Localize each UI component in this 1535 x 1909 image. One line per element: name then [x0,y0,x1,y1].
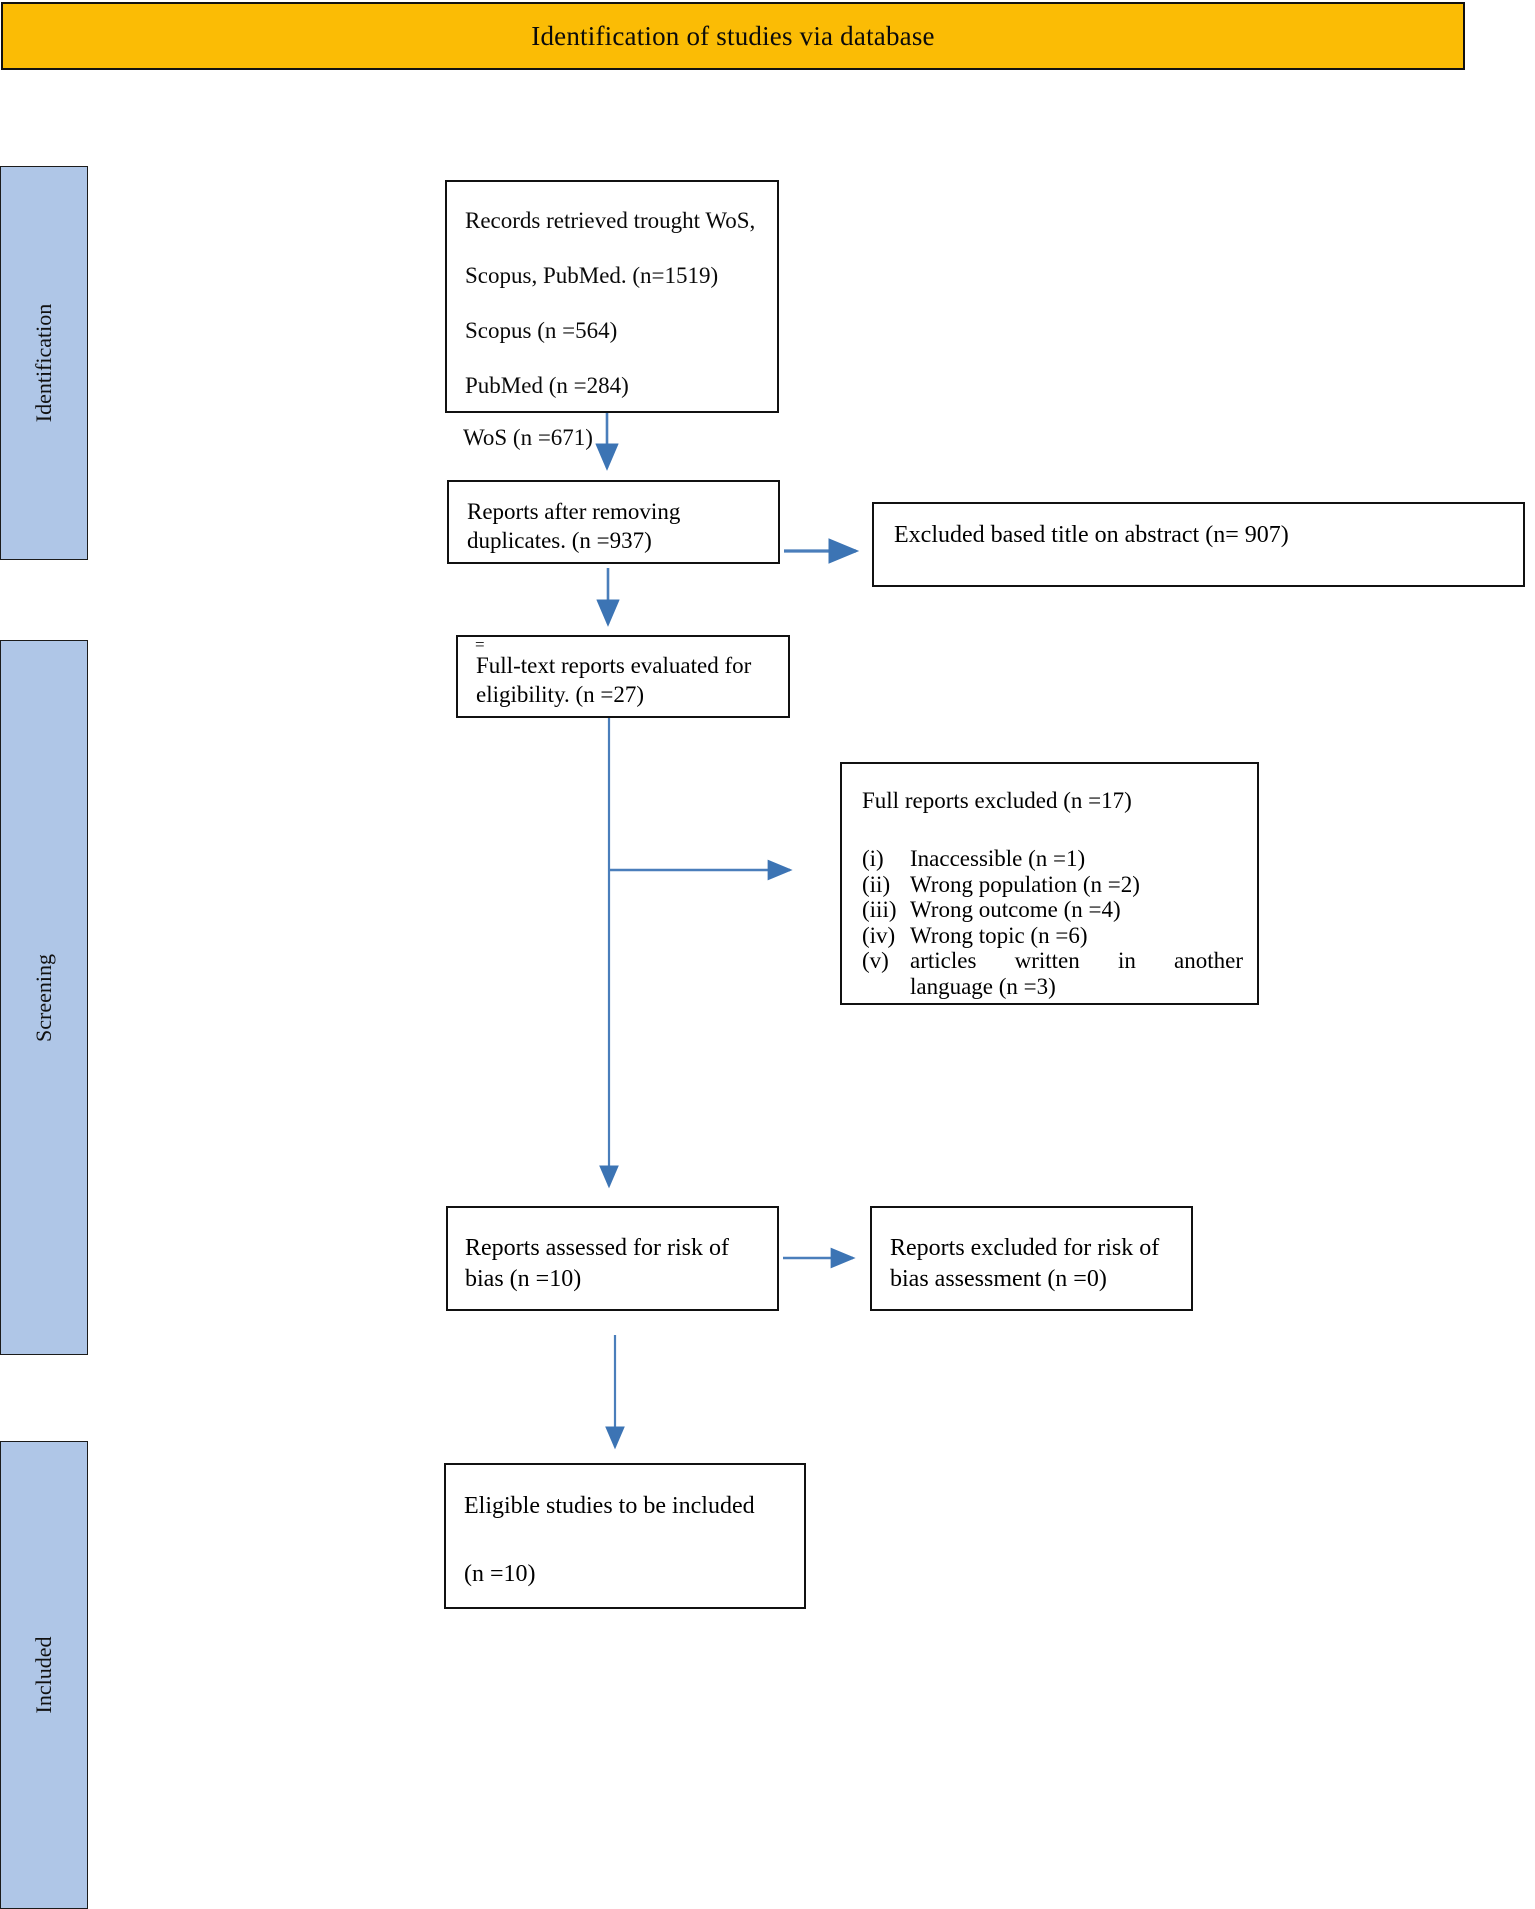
list-item-numeral: (iii) [862,897,897,922]
box-reports-after-duplicates: Reports after removing duplicates. (n =9… [447,480,780,564]
box-excluded-title-abstract: Excluded based title on abstract (n= 907… [872,502,1525,587]
list-item-numeral: (v) [862,948,889,973]
list-item-label: articles written in another language (n … [910,948,1243,999]
fulltext-eligibility-text: Full-text reports evaluated for eligibil… [476,653,752,707]
stage-label-screening-text: Screening [31,953,56,1042]
box-risk-of-bias-excluded: Reports excluded for risk of bias assess… [870,1206,1193,1311]
list-item-numeral: (iv) [862,922,896,948]
list-item: (ii) Wrong population (n =2) [862,872,1243,898]
list-item-numeral: (i) [862,846,884,871]
records-line-2: Scopus, PubMed. (n=1519) [465,263,719,288]
list-item-label: Wrong topic (n =6) [910,922,1088,948]
eligible-line-2: (n =10) [464,1561,536,1587]
stage-label-identification: Identification [0,166,88,560]
list-item-label-line1: articles written in another [910,948,1243,973]
list-item-label: Wrong population (n =2) [910,871,1140,897]
list-item: (iv) Wrong topic (n =6) [862,923,1243,949]
stage-label-included: Included [0,1441,88,1909]
excluded-title-abstract-text: Excluded based title on abstract (n= 907… [894,522,1289,548]
full-reports-excluded-heading: Full reports excluded (n =17) [862,788,1132,813]
duplicates-text: Reports after removing duplicates. (n =9… [467,499,681,553]
records-line-1: Records retrieved trought WoS, [465,208,756,233]
header-banner: Identification of studies via database [1,2,1465,70]
stage-label-screening: Screening [0,640,88,1355]
exclusion-reason-list: (i) Inaccessible (n =1) (ii) Wrong popul… [862,846,1243,999]
risk-excluded-text: Reports excluded for risk of bias assess… [890,1235,1160,1292]
stray-equals-artifact: = [475,635,485,654]
list-item-label-line2: language (n =3) [910,973,1056,999]
stage-label-identification-text: Identification [31,303,56,423]
list-item-label: Inaccessible (n =1) [910,846,1086,871]
records-line-3: Scopus (n =564) [465,318,618,343]
box-eligible-studies-included: Eligible studies to be included (n =10) [444,1463,806,1609]
stage-label-included-text: Included [31,1636,56,1714]
box-fulltext-eligibility: = Full-text reports evaluated for eligib… [456,635,790,718]
box-risk-of-bias-assessed: Reports assessed for risk of bias (n =10… [446,1206,779,1311]
page-title: Identification of studies via database [531,20,935,51]
box-records-retrieved: Records retrieved trought WoS, Scopus, P… [445,180,779,413]
list-item: (i) Inaccessible (n =1) [862,846,1243,872]
box-full-reports-excluded: Full reports excluded (n =17) (i) Inacce… [840,762,1259,1005]
wos-count-note: WoS (n =671) [463,425,593,450]
eligible-line-1: Eligible studies to be included [464,1493,755,1519]
list-item-label: Wrong outcome (n =4) [910,897,1121,922]
list-item: (iii) Wrong outcome (n =4) [862,897,1243,923]
list-item-numeral: (ii) [862,871,891,897]
risk-assessed-text: Reports assessed for risk of bias (n =10… [465,1235,729,1292]
list-item: (v) articles written in another language… [862,948,1243,999]
records-line-4: PubMed (n =284) [465,373,629,398]
